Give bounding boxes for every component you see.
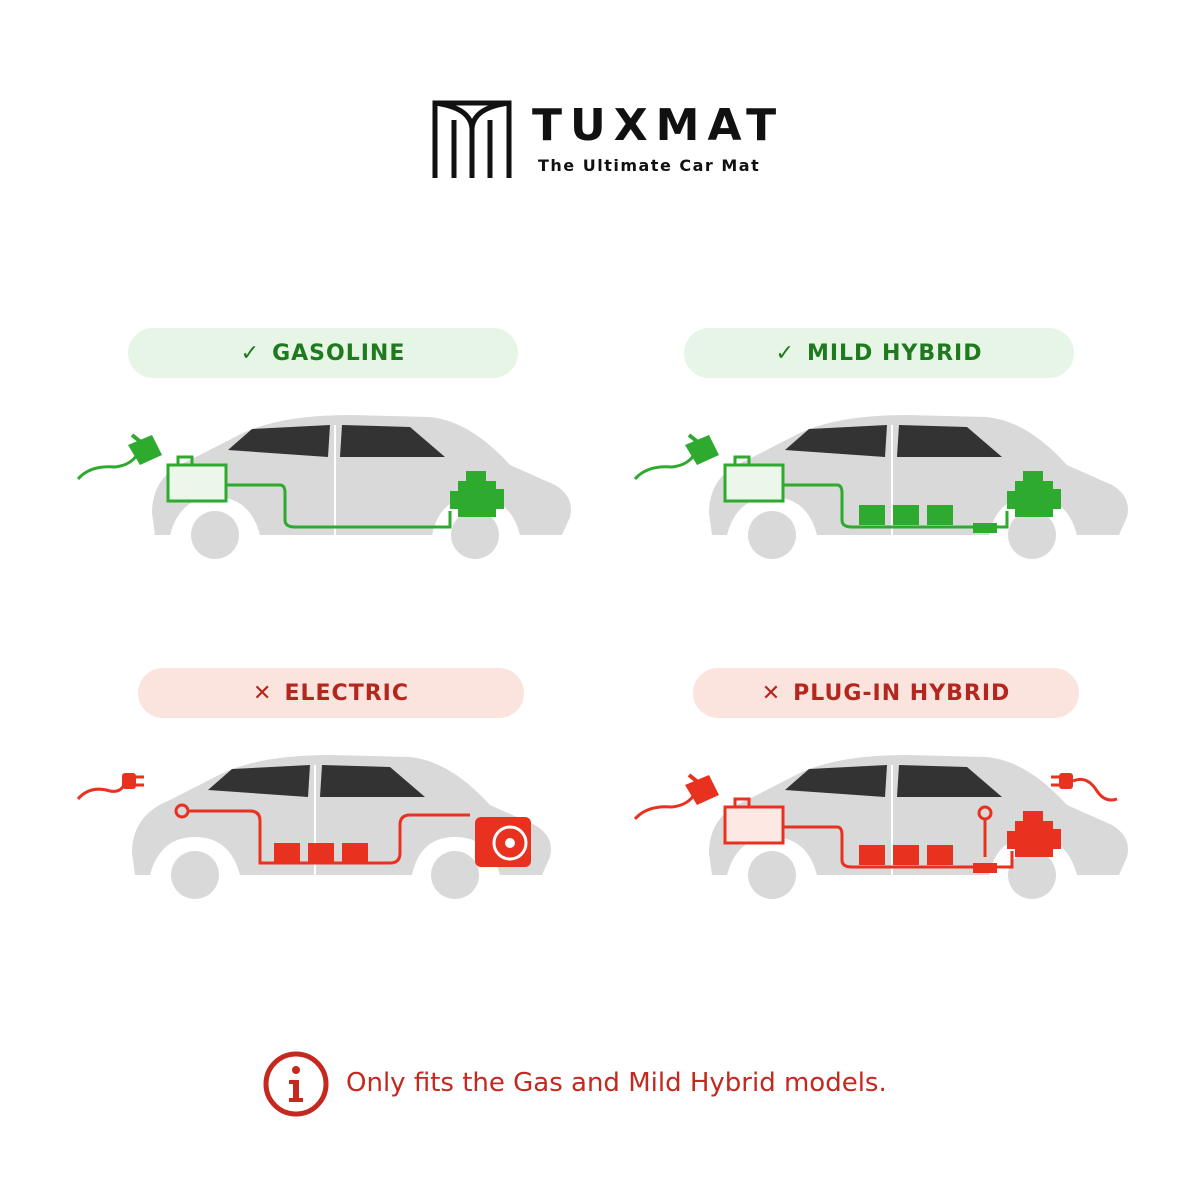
brand-tagline: The Ultimate Car Mat	[538, 156, 761, 175]
check-icon: ✓	[240, 340, 261, 366]
fuel-nozzle-icon	[76, 433, 162, 481]
fuel-nozzle-icon	[633, 433, 719, 481]
brand-name: TUXMAT	[532, 100, 785, 151]
category-pill-electric: ✕ ELECTRIC	[138, 668, 524, 718]
car-body	[709, 755, 1128, 907]
category-pill-mild-hybrid: ✓ MILD HYBRID	[684, 328, 1074, 378]
category-label: ELECTRIC	[284, 680, 409, 706]
fuel-tank-icon	[166, 455, 228, 503]
battery-icon	[274, 843, 368, 863]
fuel-nozzle-icon	[633, 773, 719, 821]
category-pill-plug-in-hybrid: ✕ PLUG-IN HYBRID	[693, 668, 1079, 718]
category-label: MILD HYBRID	[806, 340, 983, 366]
engine-icon	[450, 471, 504, 517]
plug-icon	[76, 773, 144, 801]
category-pill-gasoline: ✓ GASOLINE	[128, 328, 518, 378]
battery-icon	[859, 845, 997, 873]
electric-motor-icon	[475, 817, 531, 867]
engine-icon	[1007, 471, 1061, 517]
car-body	[152, 415, 571, 567]
plug-icon	[1051, 773, 1118, 802]
category-label: GASOLINE	[272, 340, 406, 366]
battery-icon	[859, 505, 997, 533]
fuel-tank-icon	[723, 455, 785, 503]
gasoline-car-illustration	[76, 415, 571, 567]
info-icon	[263, 1051, 329, 1117]
engine-icon	[1007, 811, 1061, 857]
tuxmat-logo-icon	[432, 100, 512, 178]
car-body	[709, 415, 1128, 567]
electric-car-illustration	[76, 755, 551, 907]
note-text: Only fits the Gas and Mild Hybrid models…	[346, 1068, 887, 1098]
category-label: PLUG-IN HYBRID	[793, 680, 1011, 706]
mild-hybrid-car-illustration	[633, 415, 1128, 567]
brand-logo: TUXMAT The Ultimate Car Mat	[432, 100, 792, 180]
fuel-tank-icon	[723, 797, 785, 845]
compatibility-note: Only fits the Gas and Mild Hybrid models…	[262, 1050, 962, 1122]
cross-icon: ✕	[253, 680, 273, 706]
check-icon: ✓	[775, 340, 795, 366]
cross-icon: ✕	[761, 680, 782, 706]
plug-in-hybrid-car-illustration	[633, 755, 1128, 907]
car-body	[132, 755, 551, 907]
